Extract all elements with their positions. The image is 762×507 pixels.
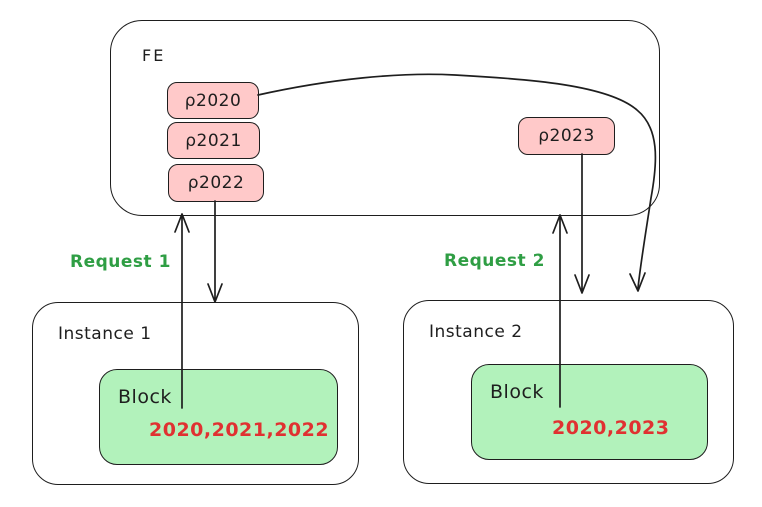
pod-p2021: ρ2021 [167, 122, 260, 159]
instance-1-box: Instance 1 Block 2020,2021,2022 [32, 302, 359, 485]
instance-2-box: Instance 2 Block 2020,2023 [403, 300, 734, 484]
instance-2-block-values: 2020,2023 [552, 417, 670, 439]
request-1-label: Request 1 [70, 252, 171, 272]
pod-p2022-label: ρ2022 [187, 173, 245, 193]
fe-label: FE [142, 46, 166, 65]
pod-p2022: ρ2022 [168, 164, 264, 202]
request-2-label: Request 2 [444, 251, 545, 271]
instance-1-block-label: Block [118, 386, 172, 408]
instance-1-block: Block 2020,2021,2022 [99, 369, 338, 465]
instance-2-block-label: Block [490, 381, 544, 403]
instance-1-block-values: 2020,2021,2022 [149, 419, 330, 441]
pod-p2020: ρ2020 [167, 82, 259, 119]
pod-p2020-label: ρ2020 [184, 90, 242, 111]
pod-p2021-label: ρ2021 [185, 130, 242, 151]
pod-p2023-label: ρ2023 [538, 126, 595, 146]
instance-2-label: Instance 2 [429, 322, 523, 342]
pod-p2023: ρ2023 [518, 117, 615, 155]
request-1-down-arrow [207, 200, 223, 303]
instance-2-block: Block 2020,2023 [471, 364, 708, 460]
instance-1-label: Instance 1 [58, 324, 152, 344]
